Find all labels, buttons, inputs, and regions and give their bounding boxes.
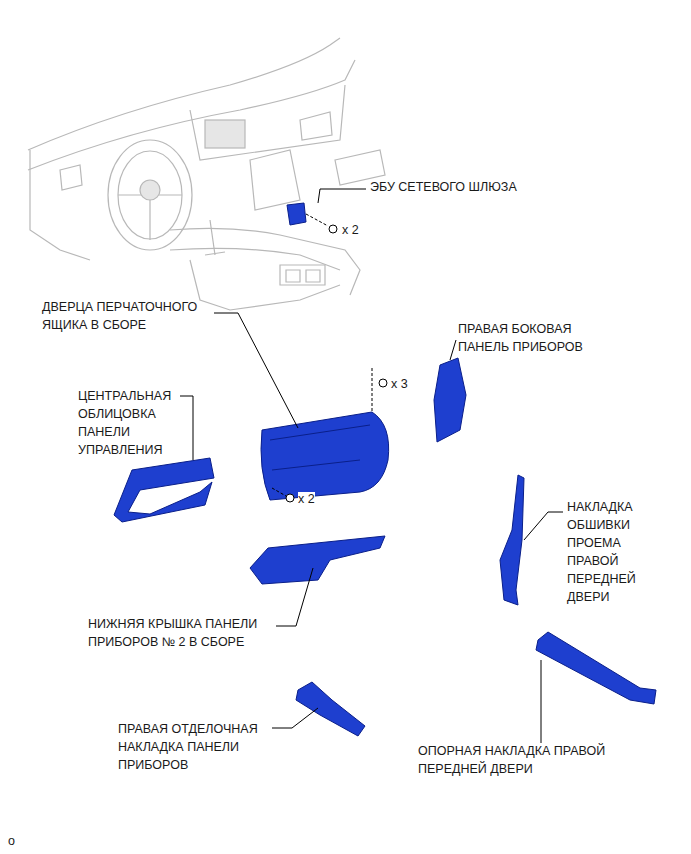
figure-code: o <box>8 834 15 848</box>
quantity-label: x 3 <box>391 377 408 391</box>
dashed-line <box>372 368 373 412</box>
leader-line <box>272 708 318 728</box>
leader-line <box>524 512 563 540</box>
glovebox-part <box>261 412 389 500</box>
part-label: ПРАВАЯ ОТДЕЛОЧНАЯ НАКЛАДКА ПАНЕЛИ ПРИБОР… <box>118 722 258 772</box>
leader-line <box>214 313 298 428</box>
part-detail <box>270 425 370 470</box>
dashed-line <box>306 214 328 226</box>
center-trim-part <box>114 458 214 522</box>
part-label-box: ДВЕРЦА ПЕРЧАТОЧНОГО ЯЩИКА В СБОРЕ <box>42 298 220 334</box>
part-label-box: ЭБУ СЕТЕВОГО ШЛЮЗА <box>370 178 570 196</box>
finish-panel-part <box>296 682 365 736</box>
part-label-box: ПРАВАЯ БОКОВАЯ ПАНЕЛЬ ПРИБОРОВ <box>458 320 620 356</box>
screw-symbol <box>329 225 337 233</box>
part-label-box: ЦЕНТРАЛЬНАЯ ОБЛИЦОВКА ПАНЕЛИ УПРАВЛЕНИЯ <box>78 387 180 459</box>
scuff-plate-part <box>536 632 656 704</box>
part-label: НАКЛАДКА ОБШИВКИ ПРОЕМА ПРАВОЙ ПЕРЕДНЕЙ … <box>567 500 636 604</box>
part-label: ЦЕНТРАЛЬНАЯ ОБЛИЦОВКА ПАНЕЛИ УПРАВЛЕНИЯ <box>78 389 171 457</box>
quantity-label: x 2 <box>342 223 359 237</box>
part-label-box: ОПОРНАЯ НАКЛАДКА ПРАВОЙ ПЕРЕДНЕЙ ДВЕРИ <box>418 742 630 778</box>
door-trim-part <box>500 475 524 605</box>
leader-line <box>450 340 456 360</box>
ecu-part <box>287 203 306 225</box>
leader-line <box>276 568 313 626</box>
part-label: ОПОРНАЯ НАКЛАДКА ПРАВОЙ ПЕРЕДНЕЙ ДВЕРИ <box>418 744 605 776</box>
lower-cover-part <box>250 536 385 584</box>
screw-symbol <box>379 379 387 387</box>
leader-line <box>541 660 542 743</box>
part-label: ДВЕРЦА ПЕРЧАТОЧНОГО ЯЩИКА В СБОРЕ <box>42 300 197 332</box>
figure-code-box: o <box>8 832 38 850</box>
part-label-box: НИЖНЯЯ КРЫШКА ПАНЕЛИ ПРИБОРОВ № 2 В СБОР… <box>88 615 280 651</box>
leader-line <box>318 189 366 203</box>
dashboard-drawing <box>28 38 385 310</box>
part-label: ПРАВАЯ БОКОВАЯ ПАНЕЛЬ ПРИБОРОВ <box>458 322 583 354</box>
quantity-label: x 2 <box>298 492 315 506</box>
quantity-label-box: x 2 <box>298 490 338 508</box>
quantity-label-box: x 3 <box>391 375 431 393</box>
side-panel-part <box>434 358 466 442</box>
leader-line <box>180 396 193 460</box>
part-label-box: ПРАВАЯ ОТДЕЛОЧНАЯ НАКЛАДКА ПАНЕЛИ ПРИБОР… <box>118 720 280 774</box>
screw-symbol <box>286 494 294 502</box>
dashed-line <box>272 488 286 496</box>
part-label: ЭБУ СЕТЕВОГО ШЛЮЗА <box>370 180 517 194</box>
quantity-label-box: x 2 <box>342 221 382 239</box>
part-label: НИЖНЯЯ КРЫШКА ПАНЕЛИ ПРИБОРОВ № 2 В СБОР… <box>88 617 257 649</box>
part-label-box: НАКЛАДКА ОБШИВКИ ПРОЕМА ПРАВОЙ ПЕРЕДНЕЙ … <box>567 498 657 606</box>
